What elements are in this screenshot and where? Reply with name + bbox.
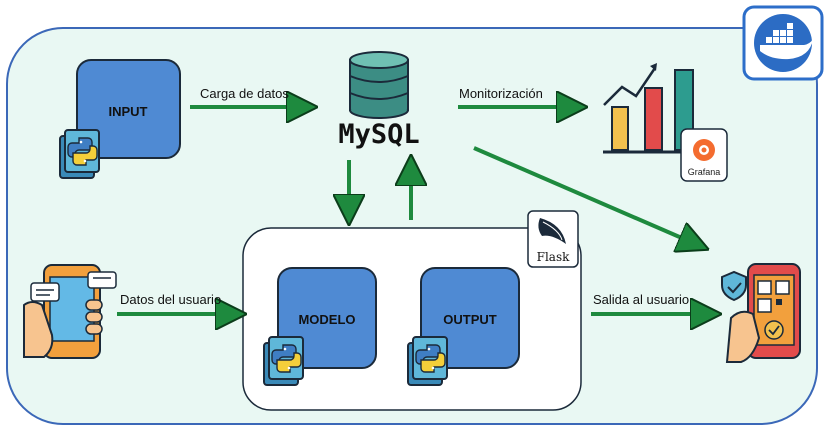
- output-label: OUTPUT: [443, 312, 497, 327]
- python-icon: [263, 336, 304, 386]
- database-icon: [349, 51, 409, 119]
- arrow-mysql-to-user: [473, 146, 698, 245]
- mysql-label: MySQL: [338, 119, 419, 150]
- arrow-carga-label: Carga de datos: [200, 86, 289, 101]
- grafana-label: Grafana: [688, 167, 721, 177]
- docker-icon: [742, 5, 824, 81]
- modelo-label: MODELO: [298, 312, 355, 327]
- input-box: [76, 59, 181, 159]
- flask-label: Flask: [537, 250, 570, 264]
- python-icon: [407, 336, 448, 386]
- flask-icon: Flask: [527, 210, 579, 268]
- input-label: INPUT: [109, 104, 148, 119]
- grafana-icon: Grafana: [680, 128, 728, 182]
- secure-phone-icon: [721, 263, 801, 363]
- phone-user-icon: [23, 264, 117, 359]
- arrow-monitorizacion-label: Monitorización: [459, 86, 543, 101]
- bar-chart-icon: [603, 63, 705, 154]
- arrow-salida-usuario-label: Salida al usuario: [593, 292, 689, 307]
- python-icon: [59, 129, 100, 179]
- arrow-datos-usuario-label: Datos del usuario: [120, 292, 221, 307]
